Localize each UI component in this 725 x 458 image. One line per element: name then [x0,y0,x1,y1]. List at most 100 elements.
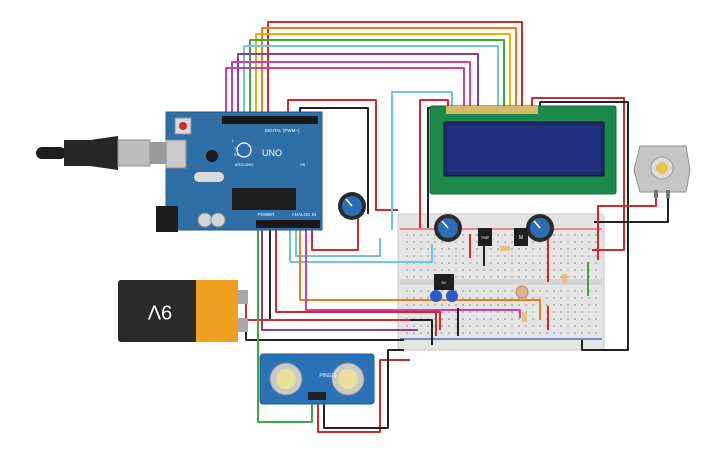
wire-black-right [539,101,629,351]
breadboard-hole [476,276,478,278]
breadboard-hole [532,332,534,334]
breadboard-hole [427,325,429,327]
voltage-regulator[interactable]: 5V [434,274,454,290]
breadboard-hole [518,304,520,306]
capacitors[interactable] [430,290,458,302]
breadboard-hole [427,234,429,236]
breadboard-hole [455,262,457,264]
breadboard-hole [413,297,415,299]
resistors[interactable] [500,246,567,322]
breadboard-hole [553,332,555,334]
breadboard-hole [581,262,583,264]
photoresistor[interactable] [515,285,529,299]
breadboard-hole [532,304,534,306]
wire-cyan-a1 [295,230,381,257]
breadboard-hole [441,290,443,292]
h-bridge-transistor[interactable]: M [514,228,528,246]
breadboard-hole [413,255,415,257]
breadboard-hole [406,276,408,278]
breadboard-hole [595,269,597,271]
breadboard-hole [504,325,506,327]
breadboard-hole [490,318,492,320]
breadboard-hole [567,290,569,292]
regulator-label: 5V [442,280,447,285]
breadboard-hole [511,332,513,334]
potentiometer-mid[interactable] [434,214,462,242]
breadboard-hole [455,290,457,292]
dc-motor[interactable] [633,145,691,198]
breadboard-hole [504,262,506,264]
breadboard-hole [504,297,506,299]
breadboard[interactable] [397,213,605,351]
breadboard-hole [532,262,534,264]
breadboard-hole [406,332,408,334]
breadboard-hole [427,255,429,257]
potentiometer-left[interactable] [338,192,366,220]
breadboard-hole [574,325,576,327]
breadboard-hole [497,297,499,299]
breadboard-hole [462,262,464,264]
breadboard-hole [462,269,464,271]
breadboard-hole [455,269,457,271]
breadboard-hole [511,255,513,257]
breadboard-hole [532,311,534,313]
breadboard-hole [455,311,457,313]
breadboard-hole [595,262,597,264]
battery-9v[interactable]: 9V [118,280,248,342]
breadboard-hole [560,255,562,257]
breadboard-hole [497,248,499,250]
breadboard-hole [567,255,569,257]
breadboard-hole [406,241,408,243]
breadboard-hole [490,262,492,264]
breadboard-hole [525,297,527,299]
breadboard-hole [497,255,499,257]
battery-label: 9V [147,301,172,323]
lcd-display[interactable] [429,105,617,195]
breadboard-hole [434,241,436,243]
breadboard-hole [413,241,415,243]
breadboard-hole [455,241,457,243]
breadboard-hole [588,304,590,306]
breadboard-hole [448,332,450,334]
breadboard-hole [462,297,464,299]
ultrasonic-sensor[interactable]: PING))) [259,353,375,405]
breadboard-hole [560,290,562,292]
analog-header-label: ANALOG IN [292,212,317,217]
sensor-label: PING))) [319,373,337,379]
wire-orange-top [261,27,517,118]
breadboard-hole [413,276,415,278]
breadboard-hole [462,234,464,236]
temperature-sensor[interactable]: TMP [478,228,492,246]
wire-orange-a2 [299,230,541,320]
breadboard-hole [539,332,541,334]
breadboard-hole [420,297,422,299]
breadboard-hole [406,255,408,257]
breadboard-hole [483,311,485,313]
breadboard-hole [441,318,443,320]
potentiometer-right[interactable] [526,214,554,242]
breadboard-hole [483,297,485,299]
breadboard-hole [504,304,506,306]
breadboard-hole [476,255,478,257]
breadboard-hole [560,297,562,299]
breadboard-hole [595,325,597,327]
wire-magenta-top [231,61,471,118]
breadboard-hole [532,297,534,299]
breadboard-hole [406,269,408,271]
wires[interactable] [225,21,669,433]
breadboard-hole [553,290,555,292]
breadboard-hole [539,255,541,257]
wire-red-a4 [311,212,359,251]
breadboard-hole [462,304,464,306]
breadboard-hole [574,276,576,278]
breadboard-hole [476,290,478,292]
breadboard-hole [539,269,541,271]
breadboard-hole [511,304,513,306]
wire-purple-bus [261,230,418,331]
arduino-uno-board[interactable]: ARDUINO UNO DIGITAL (PWM~) POWER ANALOG … [156,111,323,232]
breadboard-hole [413,325,415,327]
breadboard-hole [462,325,464,327]
breadboard-hole [595,311,597,313]
breadboard-hole [525,276,527,278]
